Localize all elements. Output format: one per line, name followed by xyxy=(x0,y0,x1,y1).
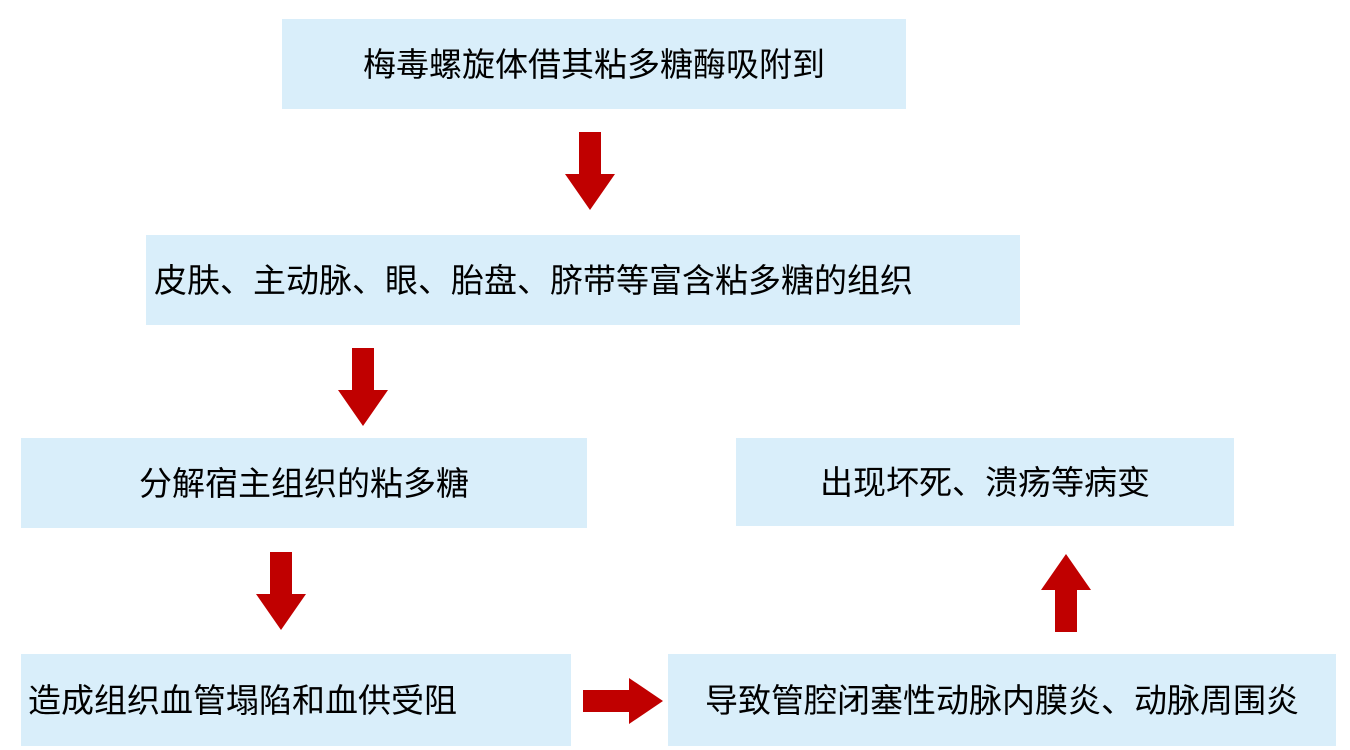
arrow-down-1 xyxy=(565,132,615,210)
node-step6-label: 出现坏死、溃疡等病变 xyxy=(820,462,1150,502)
node-step6: 出现坏死、溃疡等病变 xyxy=(736,438,1234,526)
arrow-down-2 xyxy=(338,348,388,426)
node-step1: 梅毒螺旋体借其粘多糖酶吸附到 xyxy=(282,19,906,109)
node-step4-label: 造成组织血管塌陷和血供受阻 xyxy=(28,680,457,720)
node-step5: 导致管腔闭塞性动脉内膜炎、动脉周围炎 xyxy=(668,654,1336,746)
arrow-down-3 xyxy=(256,552,306,630)
node-step2: 皮肤、主动脉、眼、胎盘、脐带等富含粘多糖的组织 xyxy=(146,235,1020,325)
node-step3-label: 分解宿主组织的粘多糖 xyxy=(139,463,469,503)
node-step5-label: 导致管腔闭塞性动脉内膜炎、动脉周围炎 xyxy=(705,680,1299,720)
arrow-up-1 xyxy=(1041,554,1091,632)
node-step2-label: 皮肤、主动脉、眼、胎盘、脐带等富含粘多糖的组织 xyxy=(154,260,913,300)
arrow-right-1 xyxy=(583,678,663,724)
node-step4: 造成组织血管塌陷和血供受阻 xyxy=(21,654,571,746)
node-step1-label: 梅毒螺旋体借其粘多糖酶吸附到 xyxy=(363,44,825,84)
node-step3: 分解宿主组织的粘多糖 xyxy=(21,438,587,528)
